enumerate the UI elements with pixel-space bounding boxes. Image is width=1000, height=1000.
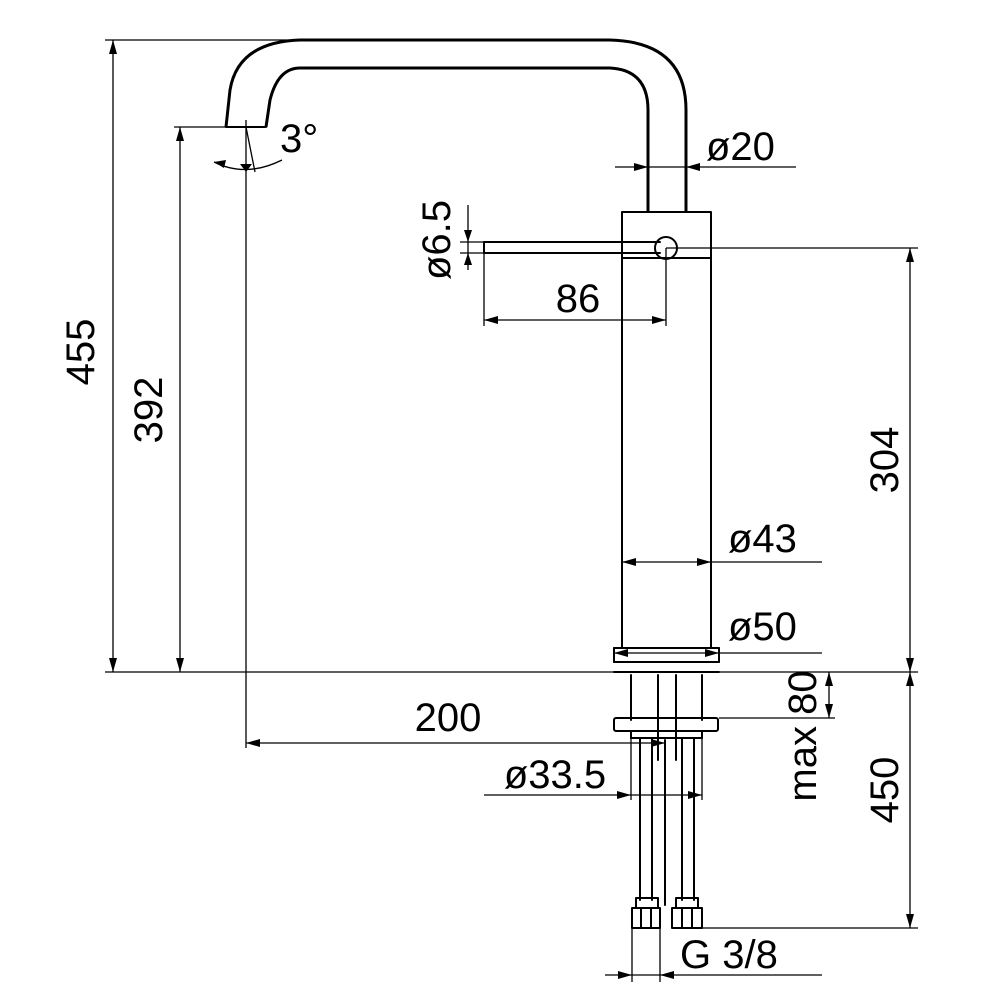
label-base-diameter: ø50 [728, 605, 797, 649]
label-hose-length: 450 [863, 757, 907, 824]
label-spout-diameter: ø20 [706, 125, 775, 169]
label-hole-diameter: ø33.5 [504, 753, 606, 797]
mounting-assembly [613, 674, 719, 929]
label-body-diameter: ø43 [728, 517, 797, 561]
label-connection: G 3/8 [680, 933, 778, 977]
label-lever-length: 86 [556, 277, 601, 321]
label-body-height: 304 [863, 427, 907, 494]
dimension-labels: 455 392 3° ø20 ø6.5 86 304 ø43 ø50 200 m… [59, 117, 907, 977]
label-reach: 200 [415, 696, 482, 740]
label-spout-height: 392 [127, 377, 171, 444]
label-lever-diameter: ø6.5 [415, 200, 459, 280]
label-spout-angle: 3° [280, 117, 318, 161]
label-total-height: 455 [59, 319, 103, 386]
label-mounting-thickness: max 80 [781, 670, 825, 801]
dimension-lines [105, 39, 918, 982]
lever-handle [483, 236, 678, 260]
